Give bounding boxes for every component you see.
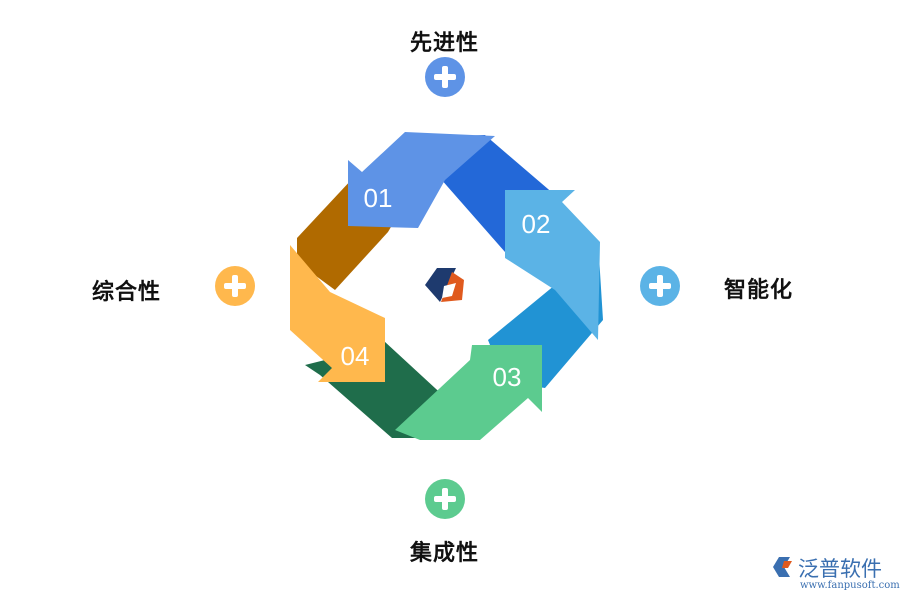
step-number-03: 03 <box>493 362 522 392</box>
arrow-03 <box>395 345 542 440</box>
arrow-02 <box>505 190 600 340</box>
arrow-01 <box>348 132 495 228</box>
arrow-04 <box>290 245 385 382</box>
brand-url: www.fanpusoft.com <box>800 580 900 591</box>
label-step-02: 智能化 <box>724 278 794 303</box>
brand-watermark: 泛普软件 www.fanpusoft.com <box>770 553 900 593</box>
label-step-03: 集成性 <box>410 541 480 566</box>
label-step-04: 综合性 <box>92 280 162 305</box>
plus-circle-icon <box>215 266 255 306</box>
step-number-02: 02 <box>522 209 551 239</box>
plus-circle-icon <box>640 266 680 306</box>
plus-circle-icon <box>425 479 465 519</box>
step-number-04: 04 <box>341 341 370 371</box>
fanpu-logo-icon <box>773 557 792 577</box>
brand-name: 泛普软件 <box>798 557 882 581</box>
label-step-01: 先进性 <box>410 31 480 56</box>
step-number-01: 01 <box>364 183 393 213</box>
hexagon-logo-icon <box>425 268 464 302</box>
plus-circle-icon <box>425 57 465 97</box>
